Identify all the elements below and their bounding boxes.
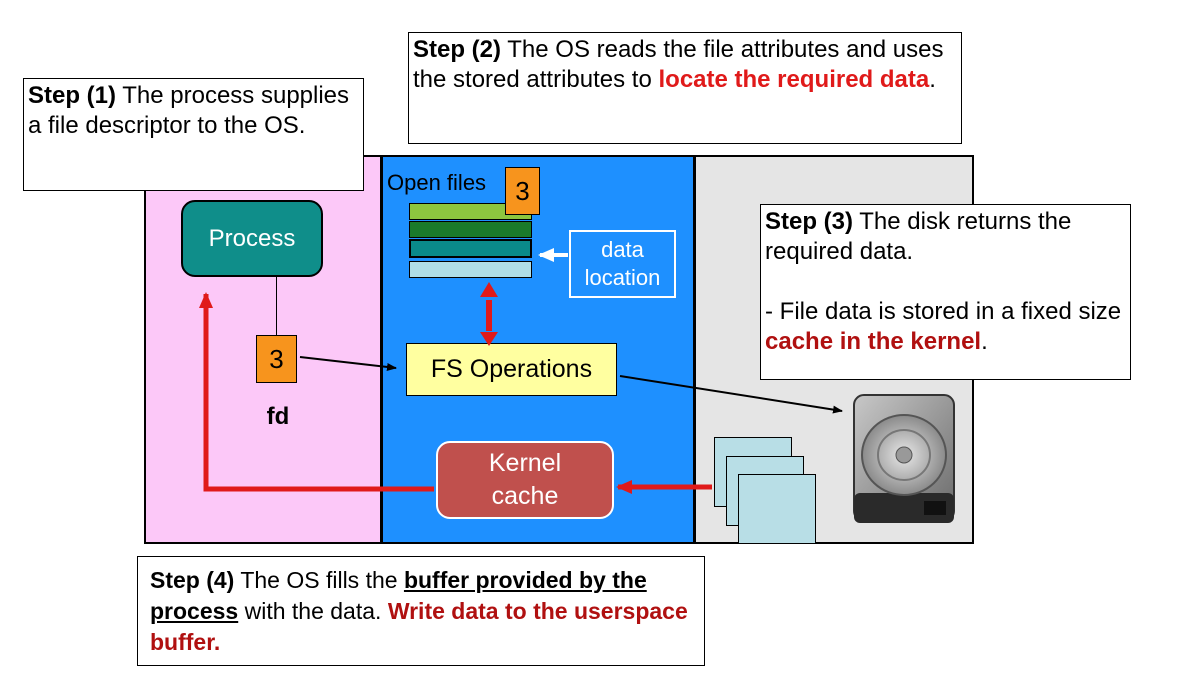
step3-text: The disk returns the required data. [765,208,1072,265]
fd-number-box: 3 [256,335,297,383]
fd-label: fd [266,403,290,430]
step3-label: Step (3) [765,208,854,235]
open-file-entry [409,261,532,278]
kernel-cache-node: Kernel cache [436,441,614,519]
step1-text: The process supplies a file descriptor t… [28,82,350,139]
process-fd-connector [276,277,277,335]
open-files-index-box: 3 [505,167,540,215]
step3-line2: - File data is stored in a fixed size [765,298,1122,325]
step2-label: Step (2) [413,36,502,63]
data-block [738,474,816,544]
step2-end: . [929,66,936,93]
step4-underline: buffer provided by the process [150,567,647,624]
data-location-node: data location [569,230,676,298]
step4-text1: The OS fills the [234,567,404,593]
process-node: Process [181,200,323,277]
fs-operations-label: FS Operations [430,355,593,383]
process-label: Process [208,224,296,252]
step1-callout: Step (1) The process supplies a file des… [23,78,364,191]
step3-highlight: cache in the kernel [765,328,982,355]
data-location-line1: data [601,237,644,262]
fs-operations-node: FS Operations [406,343,617,396]
step1-label: Step (1) [28,82,117,109]
step2-text: The OS reads the file attributes and use… [413,36,944,93]
step4-label: Step (4) [150,567,235,593]
step2-highlight: locate the required data [658,66,930,93]
kernel-cache-line1: Kernel [488,449,562,477]
step3-end: . [981,328,988,355]
open-file-entry [409,221,532,238]
data-location-line2: location [584,265,661,290]
open-files-label: Open files [387,170,487,195]
step2-callout: Step (2) The OS reads the file attribute… [408,32,962,144]
step4-callout: Step (4) The OS fills the buffer provide… [137,556,705,666]
open-file-entry-selected [409,239,532,258]
step4-text2: with the data. [238,598,388,624]
step4-highlight: Write data to the userspace buffer. [150,598,688,655]
hard-disk-icon [853,394,955,523]
kernel-cache-line2: cache [491,482,559,510]
step3-callout: Step (3) The disk returns the required d… [760,204,1131,380]
